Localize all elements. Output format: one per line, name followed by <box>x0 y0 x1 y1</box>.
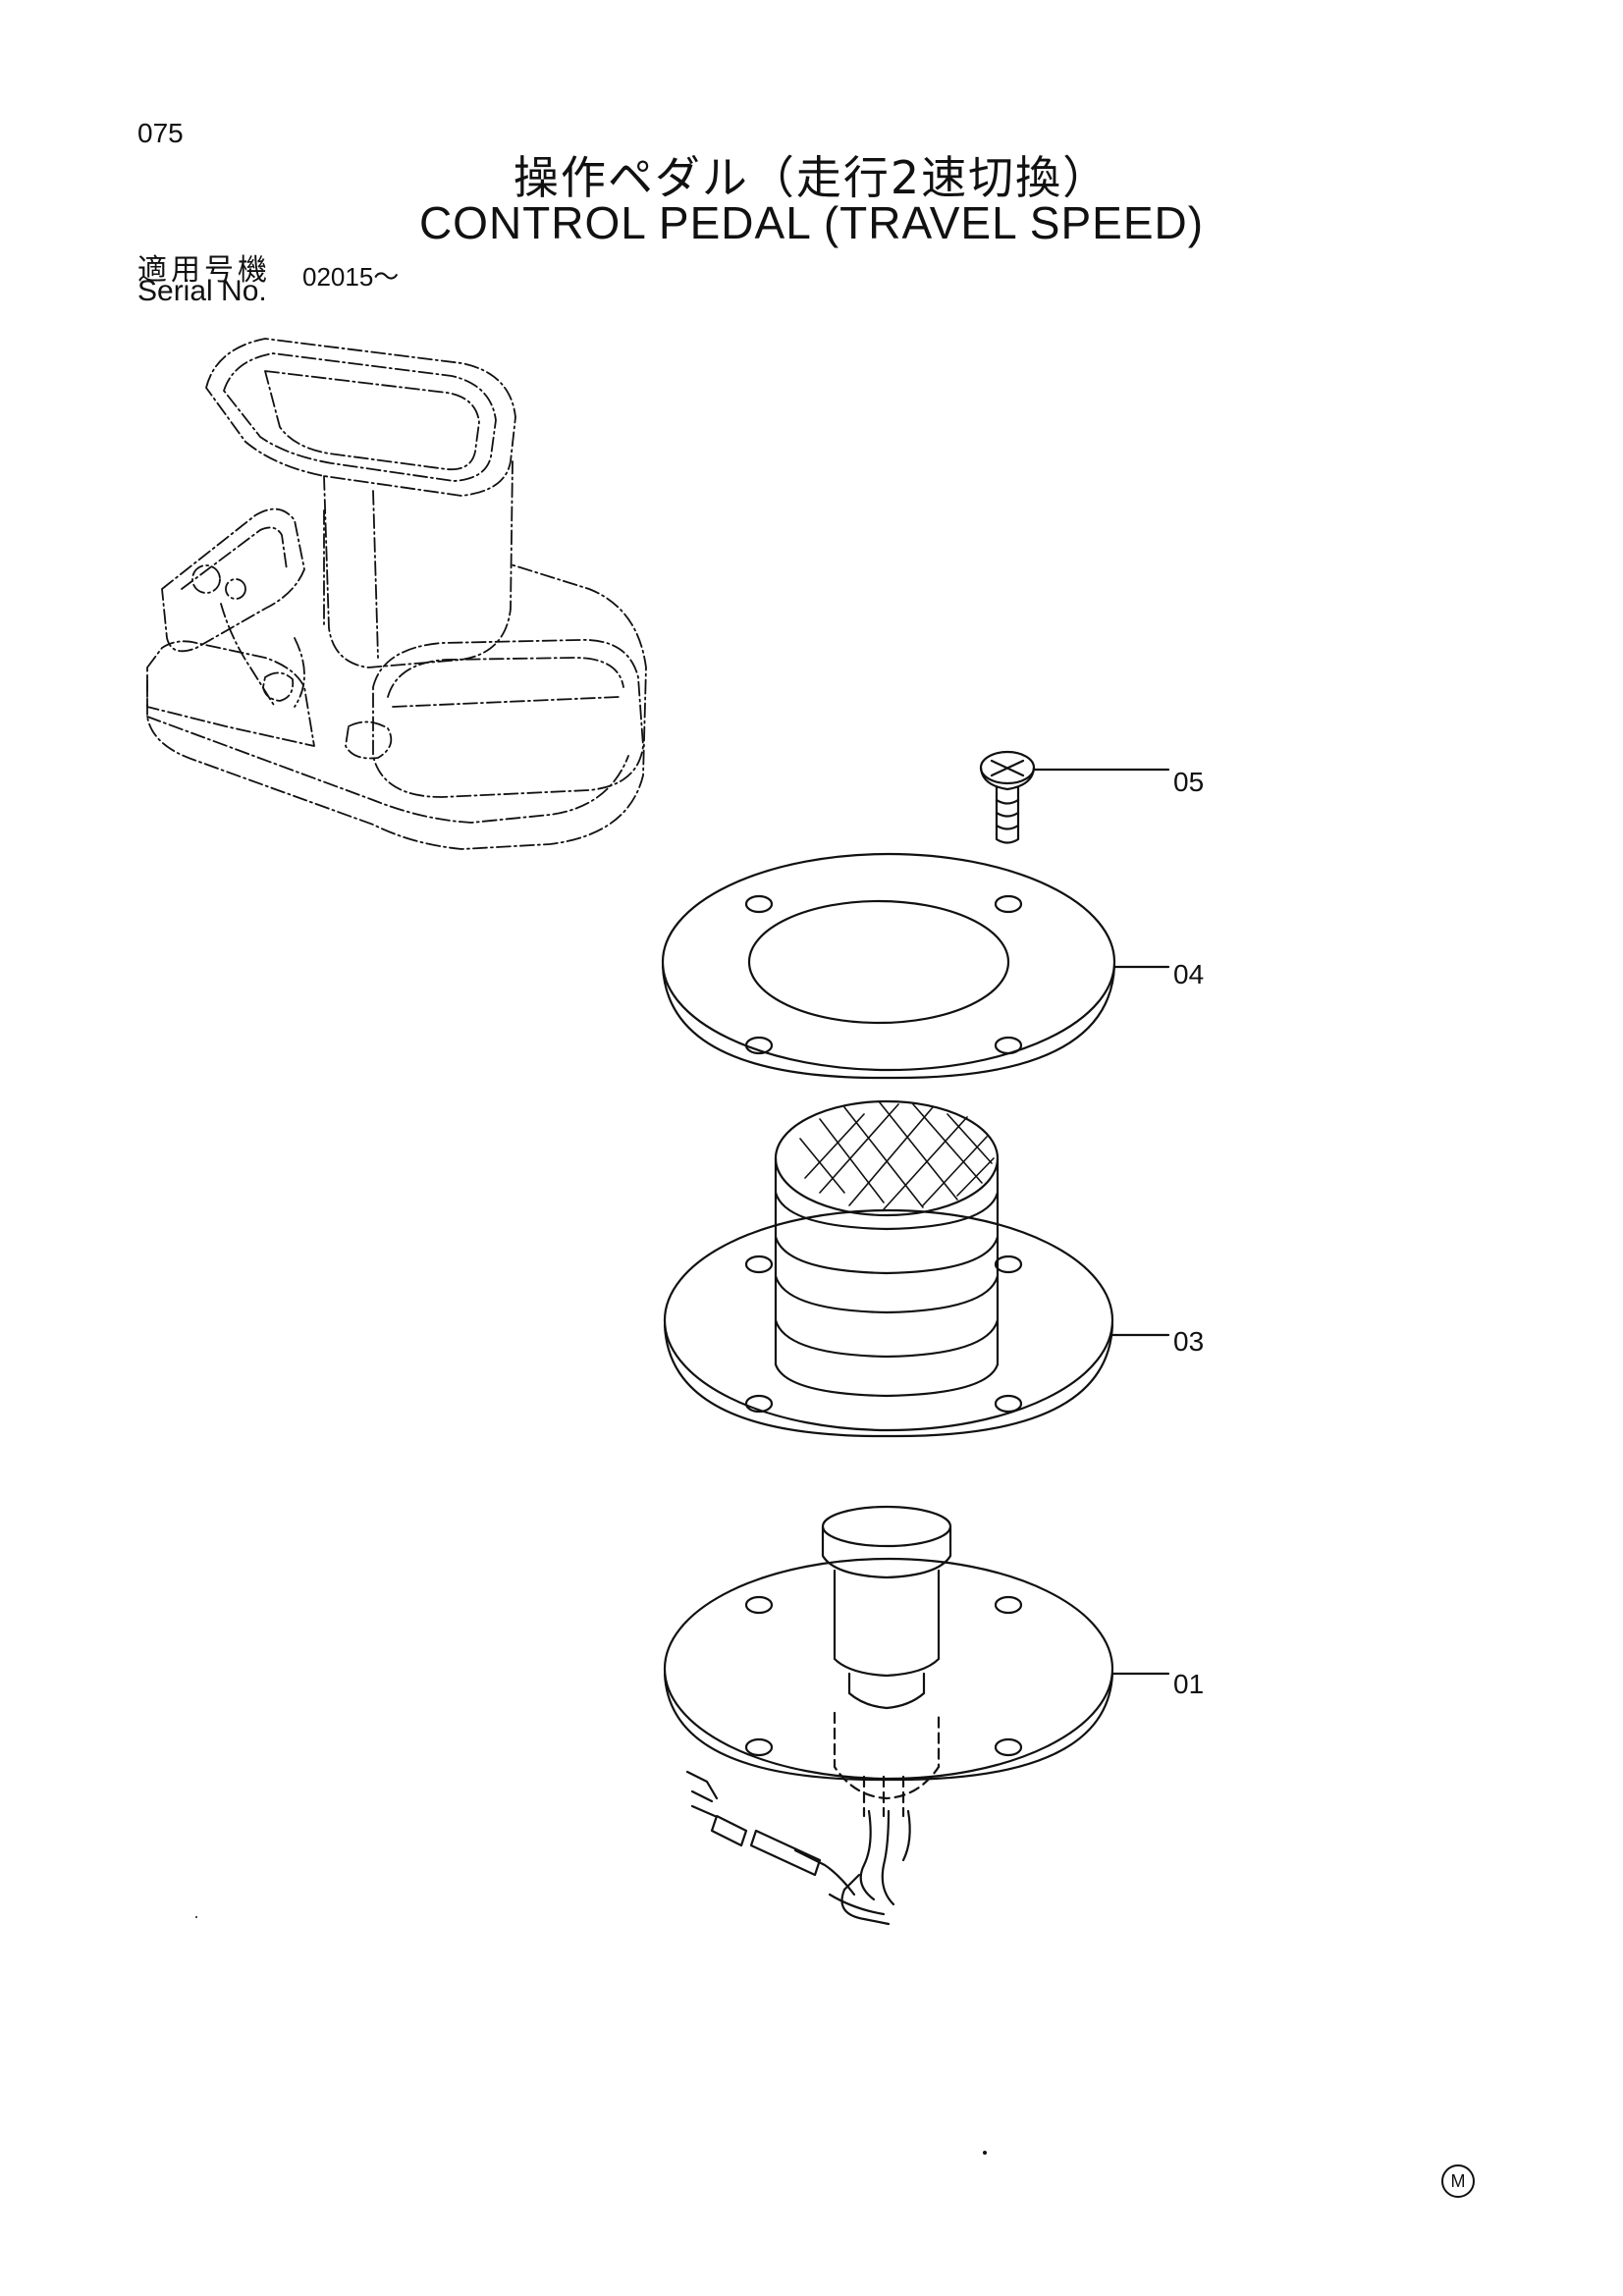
title-english: CONTROL PEDAL (TRAVEL SPEED) <box>418 197 1205 248</box>
pedal-cover-part <box>663 1099 1170 1438</box>
callout-05: 05 <box>1173 767 1205 797</box>
callout-01: 01 <box>1173 1669 1205 1699</box>
screw-part <box>979 750 1170 844</box>
registered-mark: M <box>1441 2164 1475 2198</box>
pedal-switch-part <box>663 1505 1170 1926</box>
machine-overview-illustration <box>146 338 647 850</box>
speck <box>983 2151 987 2155</box>
serial-label-english: Serial No. <box>137 275 267 307</box>
serial-value: 02015～ <box>302 262 400 292</box>
callout-04: 04 <box>1173 959 1205 989</box>
ring-plate-part <box>661 852 1170 1080</box>
speck <box>195 1916 197 1918</box>
title-japanese: 操作ペダル（走行2速切換） <box>513 151 1110 204</box>
serial-label-japanese: 適用号機 <box>137 253 271 288</box>
callout-03: 03 <box>1173 1326 1205 1357</box>
page-number: 075 <box>137 118 184 148</box>
